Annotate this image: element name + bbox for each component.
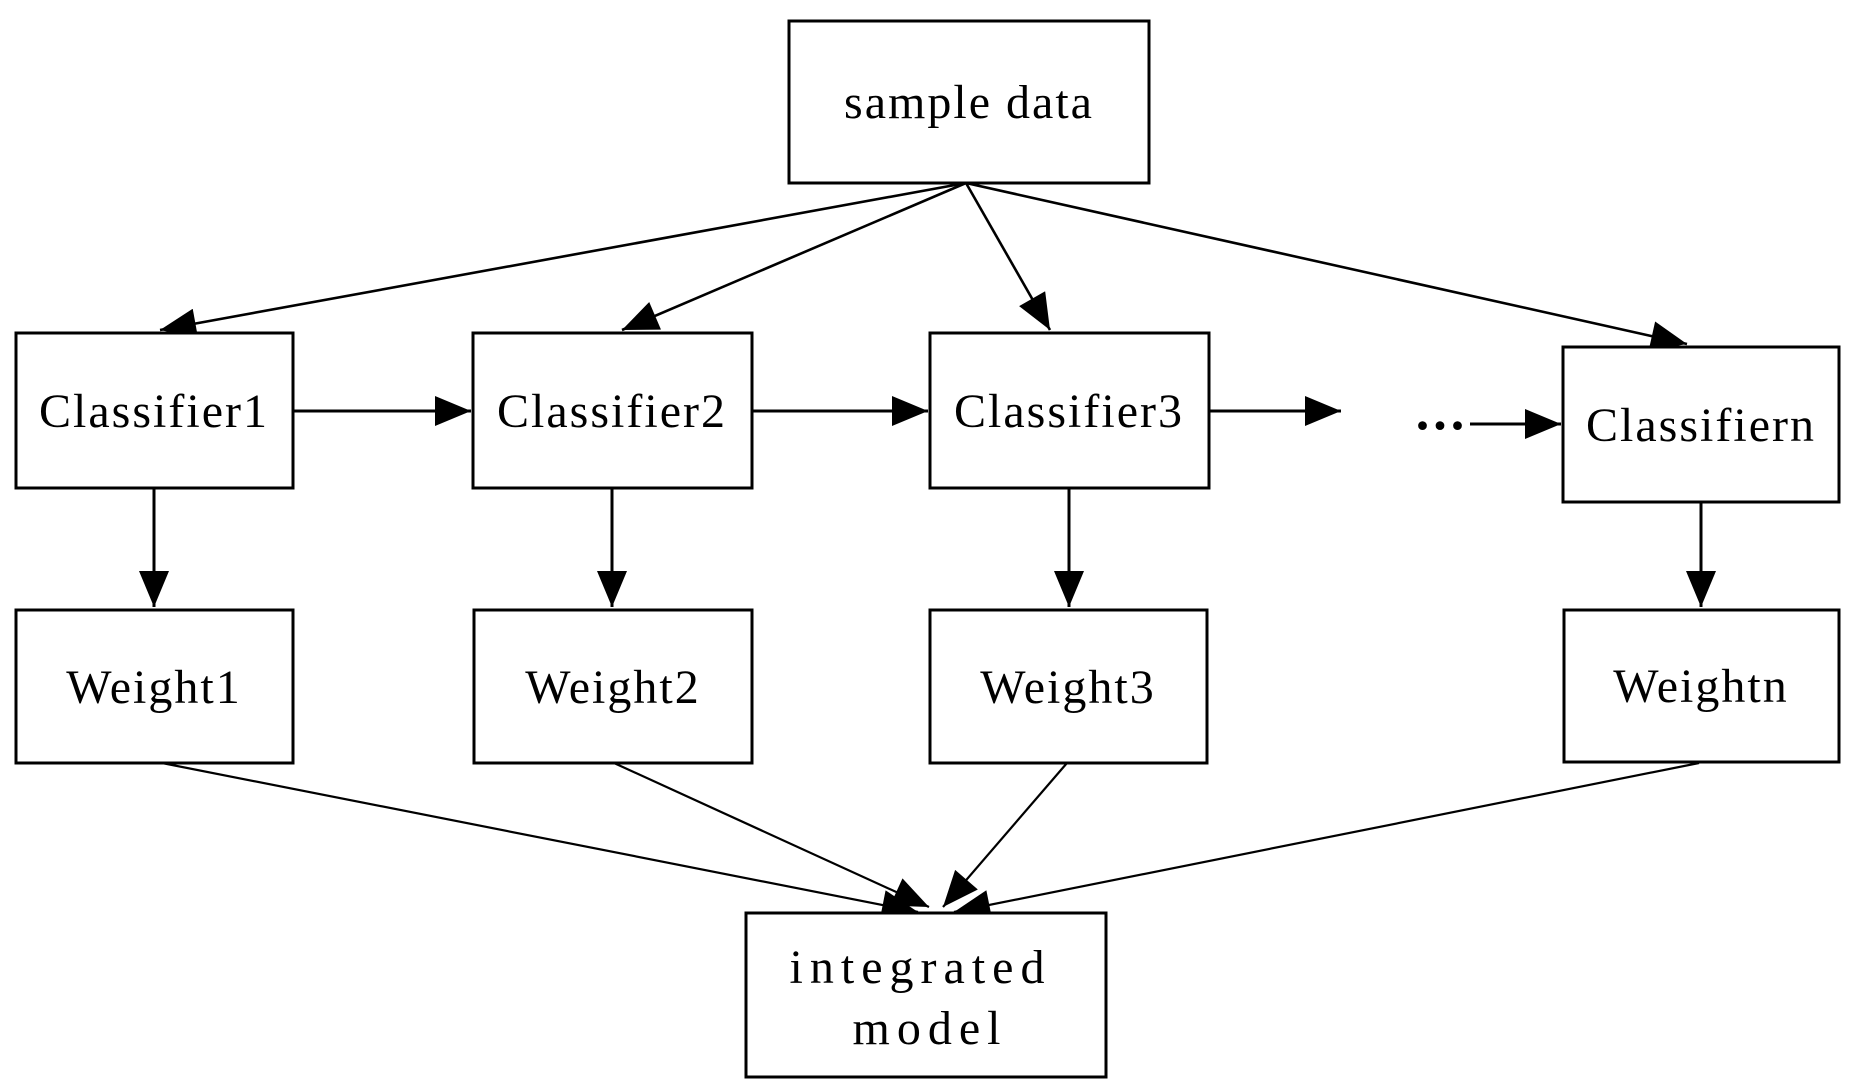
classifier3-label: Classifier3: [954, 385, 1184, 438]
node-classifiern: Classifiern: [1561, 345, 1841, 504]
sample-data-box: [787, 19, 1151, 185]
weight1-label: Weight1: [66, 661, 241, 714]
arrow-sample-to-classifier2: [621, 181, 967, 332]
node-weight1: Weight1: [14, 608, 295, 765]
arrow-weight1-to-integrated-model: [161, 761, 919, 920]
weight1-box: [14, 608, 295, 765]
node-integrated-model: integrated model: [744, 911, 1108, 1079]
node-weightn: Weightn: [1562, 608, 1841, 764]
node-weight2: Weight2: [472, 608, 754, 765]
integrated-model-label-line2: model: [853, 1002, 1008, 1055]
node-sample-data: sample data: [787, 19, 1151, 185]
classifier2-label: Classifier2: [497, 385, 727, 438]
arrow-sample-to-classifier3: [964, 182, 1052, 331]
arrow-sample-to-classifier1: [159, 181, 967, 339]
arrow-weightn-to-integrated-model: [953, 761, 1700, 920]
node-classifier1: Classifier1: [14, 331, 295, 490]
node-classifier2: Classifier2: [471, 331, 754, 490]
weight3-label: Weight3: [980, 661, 1155, 714]
arrow-weight3-to-integrated-model: [942, 762, 1068, 908]
weight2-label: Weight2: [525, 661, 700, 714]
sample-data-label: sample data: [844, 76, 1094, 129]
classifier2-box: [471, 331, 754, 490]
ellipsis-dots: ...: [1416, 381, 1469, 441]
weight3-box: [928, 608, 1209, 765]
arrow-sample-to-classifiern: [965, 181, 1688, 351]
node-classifier3: Classifier3: [928, 331, 1211, 490]
weight2-box: [472, 608, 754, 765]
integrated-model-label-line1: integrated: [790, 941, 1052, 994]
weightn-box: [1562, 608, 1841, 764]
arrow-weight2-to-integrated-model: [613, 761, 930, 909]
integrated-model-label: integrated model: [790, 941, 1071, 1055]
classifier3-box: [928, 331, 1211, 490]
classifier1-label: Classifier1: [39, 385, 269, 438]
classifiern-label: Classifiern: [1586, 399, 1816, 452]
weightn-label: Weightn: [1613, 660, 1788, 713]
integrated-model-box: [744, 911, 1108, 1079]
node-weight3: Weight3: [928, 608, 1209, 765]
classifiern-box: [1561, 345, 1841, 504]
classifier1-box: [14, 331, 295, 490]
